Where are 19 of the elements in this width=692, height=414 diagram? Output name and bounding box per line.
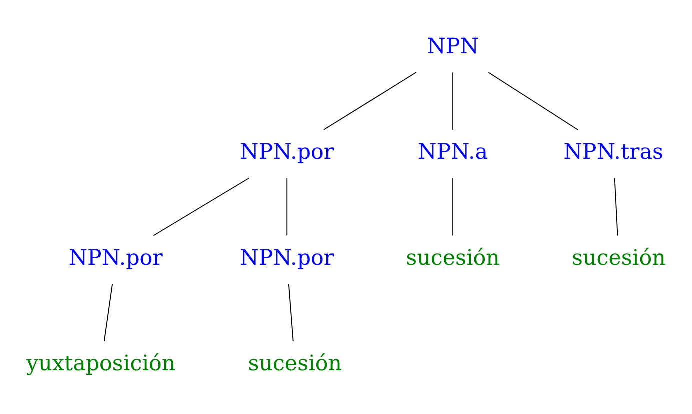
connector	[288, 284, 294, 342]
connector	[452, 72, 454, 130]
connector	[488, 72, 579, 130]
node-text: sucesión	[248, 352, 342, 377]
connector	[614, 178, 618, 236]
connector	[286, 178, 288, 236]
node-text: yuxtaposición	[26, 352, 176, 377]
connector	[153, 178, 250, 236]
node-text: NPN.por	[240, 246, 334, 271]
node-text: NPN.por	[68, 246, 163, 271]
node-text: NPN.a	[418, 140, 488, 166]
node-text: NPN	[427, 34, 479, 60]
connector	[452, 178, 454, 236]
node-text: sucesión	[572, 246, 666, 271]
node-text: NPN.tras	[564, 140, 664, 166]
node-text: sucesión	[406, 246, 500, 271]
connector	[104, 284, 114, 342]
connector	[323, 72, 417, 130]
node-text: NPN.por	[240, 140, 334, 166]
